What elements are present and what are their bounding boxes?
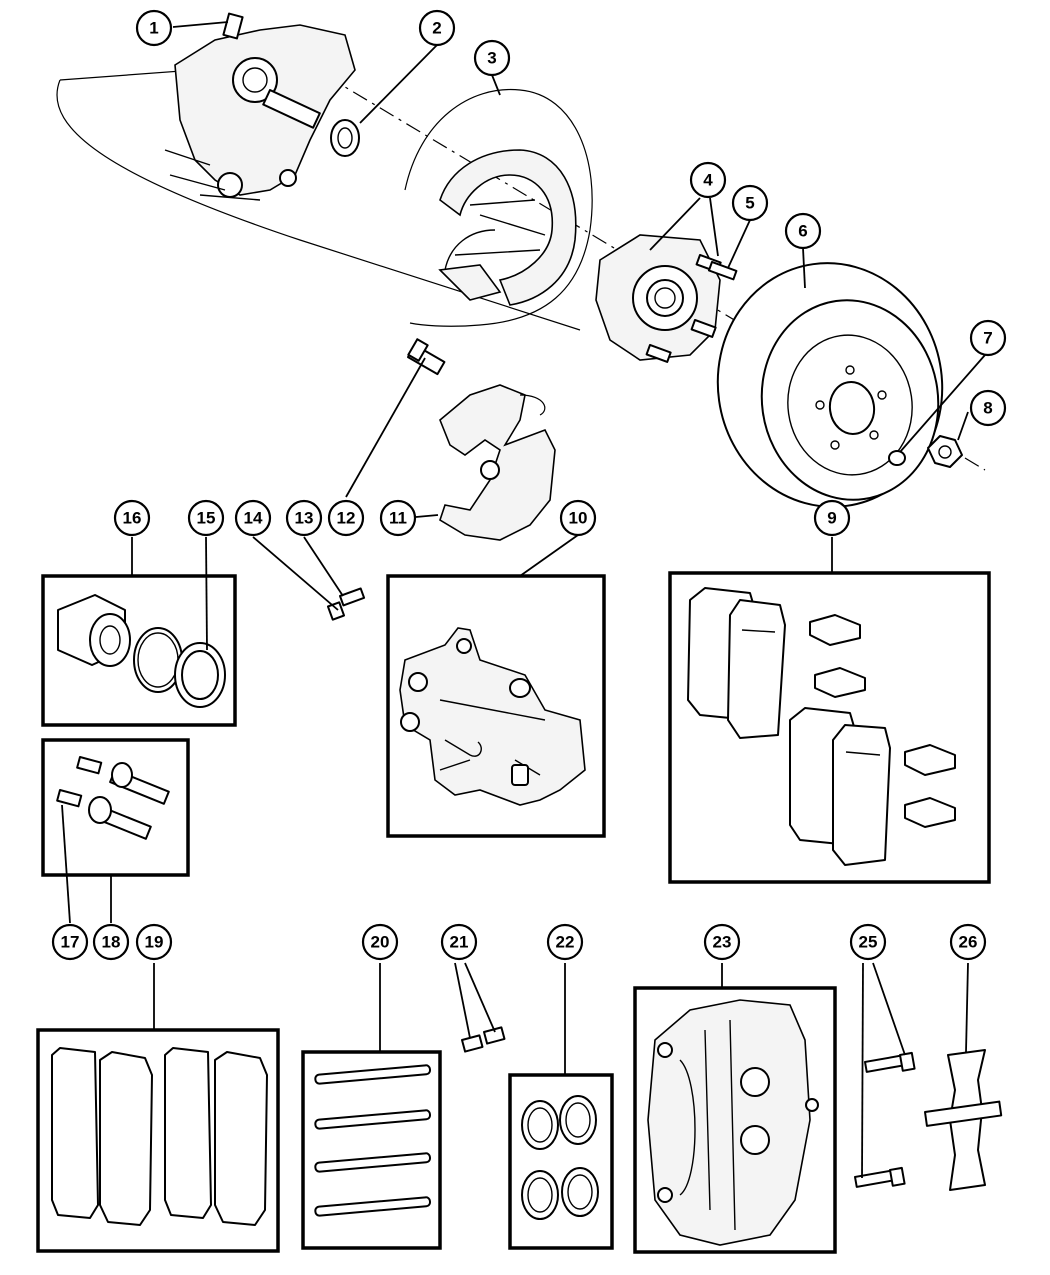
seal-kit-box [508,1073,614,1250]
callout-label-11: 11 [389,509,407,528]
callout-8: 8 [969,389,1007,427]
callout-16: 16 [113,499,151,537]
callout-13: 13 [285,499,323,537]
callout-22: 22 [546,923,584,961]
callout-label-15: 15 [197,509,216,528]
knuckle-assembly [164,12,356,201]
piston-seal-kit-box [41,574,237,727]
callout-17: 17 [51,923,89,961]
callout-3: 3 [473,39,511,77]
callout-label-23: 23 [713,933,732,952]
caliper-mounting-bolts [854,1051,916,1188]
callout-14: 14 [234,499,272,537]
wheel-stud [707,261,738,281]
rear-caliper [399,627,586,806]
caliper-adapter [439,384,556,541]
seal-ring [330,119,360,157]
callout-label-2: 2 [432,19,441,38]
front-brake-pads [51,1047,268,1226]
bleeder-screws-front [461,1026,506,1053]
callout-4: 4 [689,161,727,199]
callout-26: 26 [949,923,987,961]
callout-label-10: 10 [569,509,588,528]
guide-pin-kit-box [41,738,190,877]
rear-brake-pads [687,587,891,866]
callout-5: 5 [731,184,769,222]
caliper-piston [57,594,131,667]
adapter-bolt [406,338,446,376]
dust-boot [174,642,226,708]
callout-label-20: 20 [371,933,390,952]
callout-2: 2 [418,9,456,47]
callout-label-21: 21 [450,933,469,952]
hub-bearing [595,234,722,363]
callout-label-17: 17 [61,933,80,952]
pin-kit-box [301,1050,442,1250]
callout-label-26: 26 [959,933,978,952]
callout-label-22: 22 [556,933,575,952]
callout-label-7: 7 [983,329,992,348]
caliper-seals [521,1095,599,1220]
bleeder-screw [326,587,366,621]
callout-21: 21 [440,923,478,961]
callout-11: 11 [379,499,417,537]
callout-label-6: 6 [798,222,807,241]
retaining-pins [314,1064,432,1217]
front-caliper-box [633,986,837,1254]
callout-label-12: 12 [337,509,356,528]
callout-label-9: 9 [827,509,836,528]
front-caliper [647,999,819,1246]
callout-6: 6 [784,212,822,250]
callout-1: 1 [135,9,173,47]
callout-23: 23 [703,923,741,961]
callout-label-16: 16 [123,509,142,528]
callout-10: 10 [559,499,597,537]
caliper-box [386,574,606,838]
anti-rattle-spring [924,1049,1003,1191]
callout-12: 12 [327,499,365,537]
callout-7: 7 [969,319,1007,357]
pad-clips [809,614,956,828]
callout-label-1: 1 [149,19,158,38]
callout-label-18: 18 [102,933,121,952]
hub-nut [927,435,963,468]
callout-18: 18 [92,923,130,961]
callout-label-19: 19 [145,933,164,952]
callout-15: 15 [187,499,225,537]
callout-label-14: 14 [244,509,263,528]
callout-label-13: 13 [295,509,314,528]
callout-label-25: 25 [859,933,878,952]
callout-label-8: 8 [983,399,992,418]
parking-brake-backing-plate [404,88,593,327]
leader-lines [61,21,986,1179]
callout-label-4: 4 [703,171,713,190]
guide-pin-bolts [56,756,170,840]
callout-20: 20 [361,923,399,961]
callout-25: 25 [849,923,887,961]
brake-pad-kit-box [668,571,991,884]
brake-rotor [716,262,944,508]
front-pad-kit-box [36,1028,280,1253]
callout-9: 9 [813,499,851,537]
callout-label-5: 5 [745,194,754,213]
callout-19: 19 [135,923,173,961]
callout-label-3: 3 [487,49,496,68]
washer [888,450,906,466]
